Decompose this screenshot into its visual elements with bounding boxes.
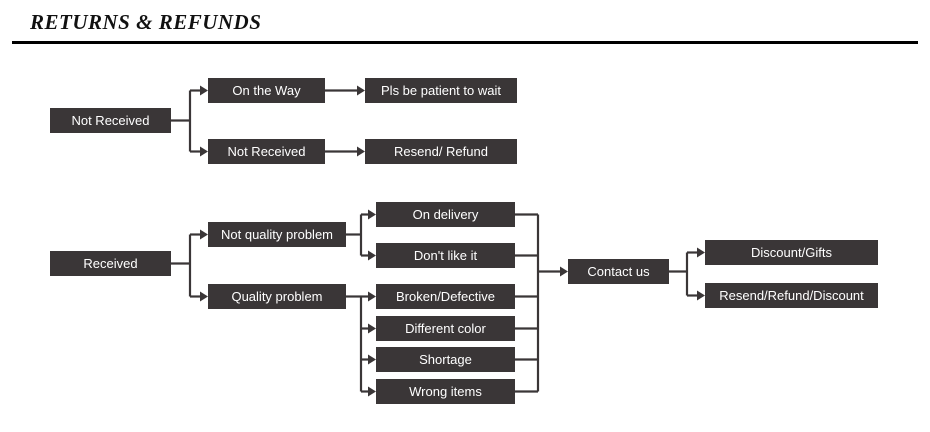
node-label: Don't like it: [414, 248, 478, 263]
arrowhead-icon: [200, 146, 208, 157]
node-label: Not quality problem: [221, 227, 333, 242]
node-box[interactable]: [705, 240, 878, 265]
node-box[interactable]: [376, 347, 515, 372]
arrowhead-icon: [200, 229, 208, 240]
node-label: Broken/Defective: [396, 289, 495, 304]
node-label: Received: [83, 256, 137, 271]
arrowhead-icon: [368, 209, 376, 220]
node-box[interactable]: [376, 316, 515, 341]
arrowhead-icon: [368, 250, 376, 261]
arrowhead-icon: [368, 323, 376, 334]
arrowhead-icon: [368, 386, 376, 397]
node-box[interactable]: [50, 251, 171, 276]
node-box[interactable]: [208, 222, 346, 247]
node-box[interactable]: [376, 379, 515, 404]
flow-node-contact_us[interactable]: Contact us: [568, 259, 669, 284]
node-box[interactable]: [365, 139, 517, 164]
flow-node-not_quality[interactable]: Not quality problem: [208, 222, 346, 247]
connector-layer: [171, 85, 705, 397]
node-label: Contact us: [587, 264, 650, 279]
node-label: Not Received: [71, 113, 149, 128]
flow-node-not_received_root[interactable]: Not Received: [50, 108, 171, 133]
node-label: Different color: [405, 321, 486, 336]
flow-node-discount_gifts[interactable]: Discount/Gifts: [705, 240, 878, 265]
flow-node-wrong_items[interactable]: Wrong items: [376, 379, 515, 404]
flow-node-on_delivery[interactable]: On delivery: [376, 202, 515, 227]
node-box[interactable]: [376, 243, 515, 268]
page-title: RETURNS & REFUNDS: [30, 10, 262, 34]
node-label: Pls be patient to wait: [381, 83, 501, 98]
node-box[interactable]: [208, 139, 325, 164]
node-label: Resend/Refund/Discount: [719, 288, 864, 303]
flow-node-broken[interactable]: Broken/Defective: [376, 284, 515, 309]
arrowhead-icon: [368, 291, 376, 302]
node-label: Resend/ Refund: [394, 144, 488, 159]
arrowhead-icon: [560, 266, 568, 277]
node-box[interactable]: [50, 108, 171, 133]
title-divider: [12, 41, 918, 44]
flow-node-not_received_child[interactable]: Not Received: [208, 139, 325, 164]
node-label: Shortage: [419, 352, 472, 367]
flow-node-resend_refund[interactable]: Resend/ Refund: [365, 139, 517, 164]
flow-node-dont_like[interactable]: Don't like it: [376, 243, 515, 268]
node-box[interactable]: [376, 202, 515, 227]
arrowhead-icon: [697, 290, 705, 301]
flow-node-received_root[interactable]: Received: [50, 251, 171, 276]
arrowhead-icon: [368, 354, 376, 365]
node-label: Quality problem: [231, 289, 322, 304]
arrowhead-icon: [357, 146, 365, 157]
node-label: Discount/Gifts: [751, 245, 832, 260]
flow-node-on_the_way[interactable]: On the Way: [208, 78, 325, 103]
flow-node-pls_wait[interactable]: Pls be patient to wait: [365, 78, 517, 103]
flow-node-different_color[interactable]: Different color: [376, 316, 515, 341]
node-box[interactable]: [365, 78, 517, 103]
node-label: Wrong items: [409, 384, 482, 399]
node-box[interactable]: [376, 284, 515, 309]
flow-node-quality[interactable]: Quality problem: [208, 284, 346, 309]
node-label: On the Way: [232, 83, 301, 98]
arrowhead-icon: [200, 85, 208, 96]
node-box[interactable]: [705, 283, 878, 308]
node-box[interactable]: [208, 78, 325, 103]
node-label: Not Received: [227, 144, 305, 159]
arrowhead-icon: [200, 291, 208, 302]
flow-node-resend_refund_discount[interactable]: Resend/Refund/Discount: [705, 283, 878, 308]
node-box[interactable]: [568, 259, 669, 284]
arrowhead-icon: [357, 85, 365, 96]
flow-node-shortage[interactable]: Shortage: [376, 347, 515, 372]
node-label: On delivery: [413, 207, 479, 222]
node-box[interactable]: [208, 284, 346, 309]
arrowhead-icon: [697, 247, 705, 258]
